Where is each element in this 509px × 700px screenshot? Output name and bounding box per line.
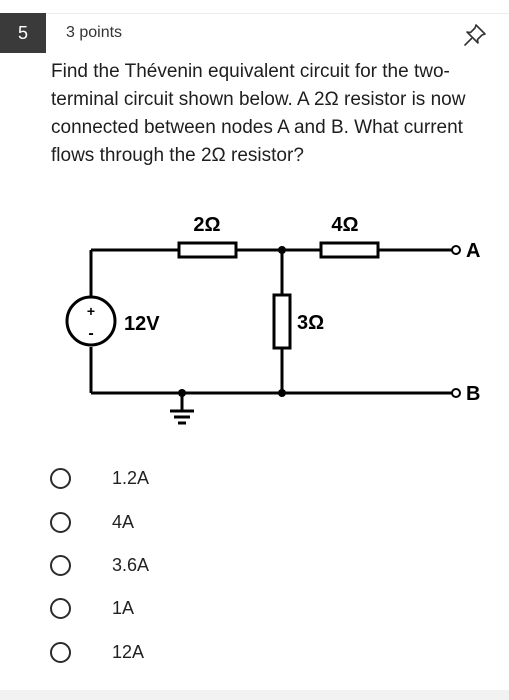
source-minus: - [88,325,93,342]
option-5[interactable]: 12A [50,637,250,667]
resistor-2ohm-label: 2Ω [193,214,220,236]
option-label: 1.2A [112,467,150,488]
option-label: 12A [112,641,145,662]
terminal-a [451,245,461,255]
question-number: 5 [0,13,46,53]
pin-icon[interactable] [462,22,488,48]
radio-button[interactable] [50,641,71,663]
radio-button[interactable] [50,554,71,576]
option-2[interactable]: 4A [50,507,250,537]
option-3[interactable]: 3.6A [50,550,250,580]
question-points: 3 points [66,24,123,41]
resistor-2ohm [177,241,238,259]
question-text: Find the Thévenin equivalent circuit for… [51,61,466,166]
resistor-4ohm-label: 4Ω [331,214,358,236]
radio-button[interactable] [50,467,71,489]
source-plus: + [87,303,95,319]
question-header [46,13,509,54]
terminal-b [451,388,461,398]
option-4[interactable]: 1A [50,593,250,623]
bottom-divider [0,690,509,700]
voltage-source [65,295,117,347]
terminal-b-label: B [466,383,480,405]
option-1[interactable]: 1.2A [50,463,250,493]
terminal-a-label: A [466,240,480,262]
resistor-4ohm [319,241,380,259]
source-label: 12V [124,313,160,335]
option-label: 3.6A [112,554,150,575]
radio-button[interactable] [50,511,71,533]
option-label: 1A [112,597,135,618]
option-label: 4A [112,511,135,532]
resistor-3ohm [272,293,292,350]
resistor-3ohm-label: 3Ω [297,312,324,334]
radio-button[interactable] [50,597,71,619]
